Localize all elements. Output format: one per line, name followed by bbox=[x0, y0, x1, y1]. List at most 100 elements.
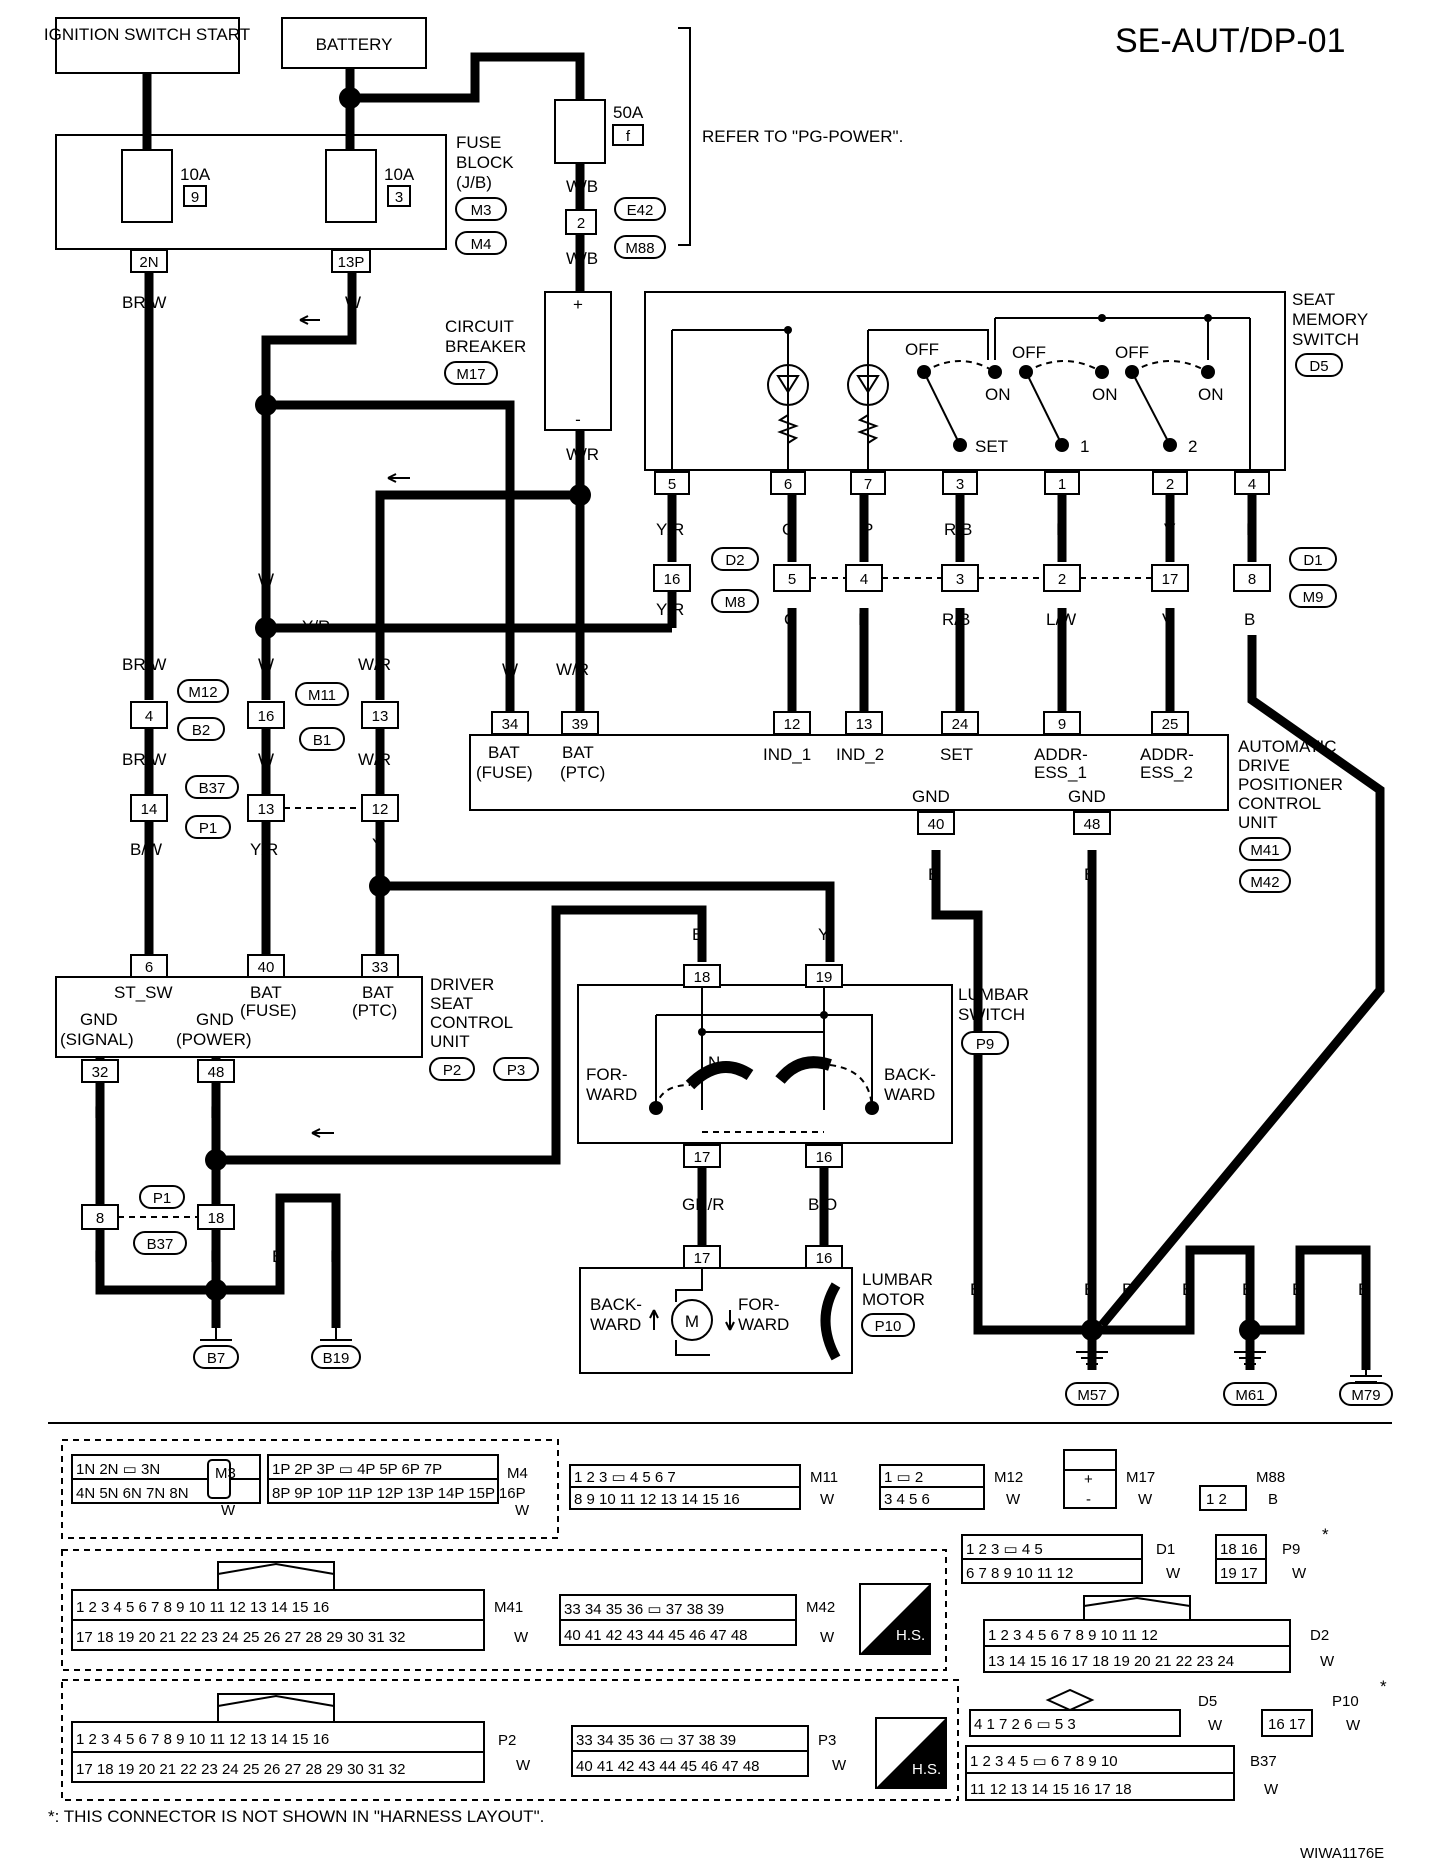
svg-text:1 2 3 4 5 6 7 8 9 10 11 12 13: 1 2 3 4 5 6 7 8 9 10 11 12 13 14 15 16 bbox=[76, 1599, 329, 1616]
legend-p2-p3-group: 1 2 3 4 5 6 7 8 9 10 11 12 13 14 15 16 1… bbox=[61, 1679, 959, 1801]
svg-text:12: 12 bbox=[784, 716, 801, 733]
lumbar-motor-internals: M bbox=[649, 1268, 841, 1361]
lumbar-motor-label: LUMBAR MOTOR bbox=[862, 1270, 933, 1309]
svg-text:6: 6 bbox=[784, 476, 792, 493]
svg-text:W/R: W/R bbox=[556, 660, 589, 679]
svg-text:B: B bbox=[210, 1103, 221, 1122]
svg-text:W: W bbox=[1264, 1781, 1279, 1798]
legend-m3-m4-group: 1N 2N ▭ 3N 4N 5N 6N 7N 8N M3 W 1P 2P 3P … bbox=[61, 1439, 559, 1539]
svg-text:D1: D1 bbox=[1156, 1541, 1175, 1558]
fuse-block-label-3: (J/B) bbox=[456, 173, 492, 192]
svg-text:LUMBAR: LUMBAR bbox=[862, 1270, 933, 1289]
legend-m11: 1 2 3 ▭ 4 5 6 7 8 9 10 11 12 13 14 15 16… bbox=[569, 1464, 838, 1510]
svg-text:BR/W: BR/W bbox=[122, 293, 166, 312]
fuse-b-num-box bbox=[387, 185, 411, 207]
connector-e42-m88: 2 E42 M88 bbox=[565, 197, 666, 259]
lumbar-motor-conn: P10 bbox=[861, 1313, 915, 1337]
svg-text:13: 13 bbox=[856, 716, 873, 733]
svg-text:OFF: OFF bbox=[1115, 343, 1149, 362]
svg-text:33 34 35 36 ▭ 37 38 39: 33 34 35 36 ▭ 37 38 39 bbox=[576, 1732, 736, 1749]
adp-pins: 34 39 12 13 24 9 25 bbox=[491, 711, 1189, 735]
svg-text:M79: M79 bbox=[1351, 1387, 1380, 1404]
svg-text:5: 5 bbox=[788, 571, 796, 588]
bottom-connectors: 8 18 P1 B37 bbox=[81, 1185, 235, 1255]
svg-text:W/R: W/R bbox=[566, 445, 599, 464]
svg-text:M57: M57 bbox=[1077, 1387, 1106, 1404]
svg-text:19 17: 19 17 bbox=[1220, 1565, 1258, 1582]
svg-text:1P 2P 3P ▭ 4P 5P 6P 7P: 1P 2P 3P ▭ 4P 5P 6P 7P bbox=[272, 1461, 442, 1478]
svg-text:17 18 19 20 21 22 23 24 25 26: 17 18 19 20 21 22 23 24 25 26 27 28 29 3… bbox=[76, 1761, 405, 1778]
svg-text:P9: P9 bbox=[976, 1036, 994, 1053]
legend-m3-color: W bbox=[221, 1502, 236, 1519]
svg-text:40: 40 bbox=[928, 816, 945, 833]
svg-text:ADDR-: ADDR- bbox=[1034, 745, 1088, 764]
seat-memory-label-2: MEMORY bbox=[1292, 310, 1368, 329]
fuse-a-amps: 10A bbox=[180, 165, 211, 184]
svg-text:5: 5 bbox=[668, 476, 676, 493]
svg-text:W: W bbox=[258, 655, 274, 674]
svg-text:B: B bbox=[1084, 1280, 1095, 1299]
svg-text:IND_1: IND_1 bbox=[763, 745, 811, 764]
svg-text:B: B bbox=[928, 865, 939, 884]
svg-text:M42: M42 bbox=[1250, 874, 1279, 891]
svg-text:POSITIONER: POSITIONER bbox=[1238, 775, 1343, 794]
adp-unit-box bbox=[469, 734, 1229, 811]
svg-text:Y: Y bbox=[372, 835, 383, 854]
seat-memory-label-3: SWITCH bbox=[1292, 330, 1359, 349]
svg-text:17: 17 bbox=[694, 1250, 711, 1267]
legend-m17: + - M17 W bbox=[1063, 1449, 1155, 1509]
lumbar-motor-box bbox=[579, 1267, 853, 1374]
svg-text:Y/R: Y/R bbox=[250, 840, 278, 859]
svg-text:P2: P2 bbox=[498, 1732, 516, 1749]
fuse-pin-2n: 2N bbox=[130, 249, 168, 273]
lumbar-switch-box bbox=[577, 984, 953, 1144]
fuse-a bbox=[121, 149, 173, 223]
svg-text:M42: M42 bbox=[806, 1599, 835, 1616]
svg-text:WARD: WARD bbox=[586, 1085, 637, 1104]
svg-text:B: B bbox=[1182, 1280, 1193, 1299]
svg-text:ON: ON bbox=[1092, 385, 1118, 404]
svg-text:BACK-: BACK- bbox=[884, 1065, 936, 1084]
ignition-switch-box bbox=[55, 17, 240, 74]
svg-text:GND: GND bbox=[1068, 787, 1106, 806]
svg-text:13: 13 bbox=[258, 801, 275, 818]
svg-text:4: 4 bbox=[860, 571, 868, 588]
svg-text:8: 8 bbox=[1248, 571, 1256, 588]
svg-text:H.S.: H.S. bbox=[912, 1761, 941, 1778]
svg-text:9: 9 bbox=[1058, 716, 1066, 733]
svg-text:E42: E42 bbox=[627, 202, 654, 219]
svg-text:B37: B37 bbox=[1250, 1753, 1277, 1770]
ground-b7: B7 bbox=[193, 1328, 239, 1369]
svg-text:B: B bbox=[1244, 610, 1255, 629]
ignition-switch-label: IGNITION SWITCH START bbox=[44, 25, 250, 44]
svg-text:Y: Y bbox=[818, 925, 829, 944]
svg-text:14: 14 bbox=[141, 801, 158, 818]
svg-text:BAT: BAT bbox=[488, 743, 520, 762]
svg-text:33 34 35 36 ▭ 37 38 39: 33 34 35 36 ▭ 37 38 39 bbox=[564, 1601, 724, 1618]
svg-text:P3: P3 bbox=[507, 1062, 525, 1079]
legend-m3-id: M3 bbox=[215, 1465, 236, 1482]
svg-text:P9: P9 bbox=[1282, 1541, 1300, 1558]
arrow-2 bbox=[387, 473, 410, 483]
driver-seat-unit-box bbox=[55, 976, 423, 1058]
legend-p9: 18 16 19 17 P9 W * bbox=[1215, 1525, 1329, 1584]
lumbar-switch-label: LUMBAR SWITCH bbox=[958, 985, 1029, 1024]
driver-seat-gnd-pins: 32 48 bbox=[81, 1059, 235, 1083]
svg-text:6 7 8 9 10 11 12: 6 7 8 9 10 11 12 bbox=[966, 1565, 1073, 1582]
svg-text:O: O bbox=[784, 610, 797, 629]
svg-text:4N 5N 6N 7N 8N: 4N 5N 6N 7N 8N bbox=[76, 1485, 189, 1502]
svg-text:40: 40 bbox=[258, 959, 275, 976]
lumbar-motor-labels: BACK-WARD FOR-WARD bbox=[590, 1295, 789, 1334]
svg-text:34: 34 bbox=[502, 716, 519, 733]
svg-text:B37: B37 bbox=[199, 780, 226, 797]
svg-text:W: W bbox=[258, 750, 274, 769]
svg-text:39: 39 bbox=[572, 716, 589, 733]
svg-text:BACK-: BACK- bbox=[590, 1295, 642, 1314]
seat-memory-label-1: SEAT bbox=[1292, 290, 1335, 309]
lumbar-switch-pins: 18 19 17 16 bbox=[683, 964, 843, 1168]
svg-text:12: 12 bbox=[372, 801, 389, 818]
ground-m61: M61 bbox=[1223, 1340, 1277, 1406]
adp-pin-labels: BAT(FUSE) BAT(PTC) IND_1 IND_2 SET ADDR-… bbox=[476, 743, 1194, 806]
svg-text:OFF: OFF bbox=[905, 340, 939, 359]
